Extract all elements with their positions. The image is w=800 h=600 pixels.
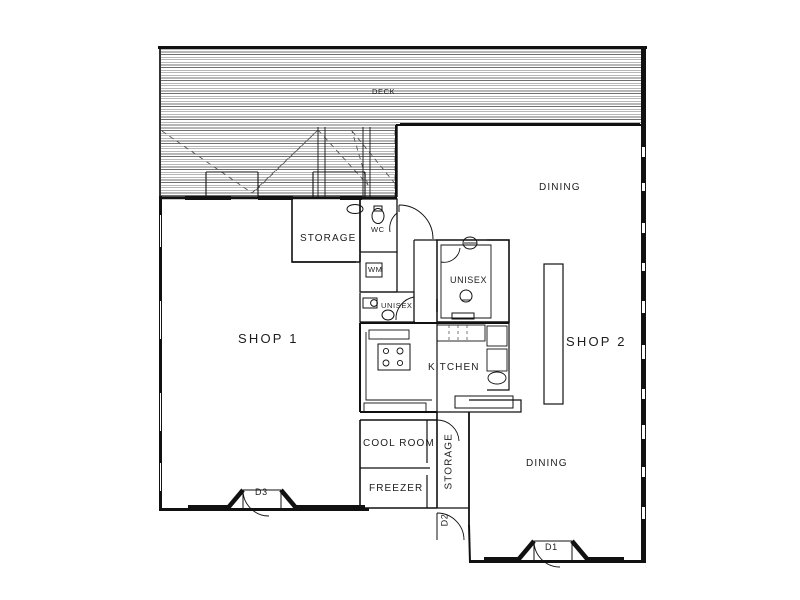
window-right-1 — [641, 146, 646, 158]
room-label-unisex-small: UNISEX — [381, 301, 413, 310]
deck-hatch-area — [161, 49, 644, 125]
room-label-shop2: SHOP 2 — [566, 334, 627, 349]
room-label-shop1: SHOP 1 — [238, 331, 299, 346]
room-label-deck: DECK — [372, 87, 396, 96]
door-label-d2: D2 — [439, 513, 450, 527]
window-bar-top-2 — [258, 196, 293, 200]
room-label-freezer: FREEZER — [369, 483, 424, 494]
window-right-10 — [641, 506, 646, 520]
deck-hatch-lower-left — [161, 125, 395, 198]
exterior-wall-left-deck — [159, 49, 161, 198]
window-right-8 — [641, 424, 646, 440]
room-label-dining-lower: DINING — [526, 458, 568, 469]
window-bar-top-3 — [340, 196, 362, 200]
window-right-9 — [641, 466, 646, 478]
room-label-unisex-large: UNISEX — [450, 275, 488, 285]
window-right-6 — [641, 344, 646, 360]
door-label-d3: D3 — [255, 487, 268, 497]
room-label-wc: WC — [371, 225, 385, 234]
window-bar-bottom-2 — [295, 505, 365, 509]
room-label-storage-corridor: STORAGE — [443, 433, 455, 490]
room-label-storage-room: STORAGE — [300, 233, 357, 244]
window-bar-north-shop2 — [400, 123, 640, 126]
exterior-wall-top — [158, 46, 647, 49]
window-bar-bottom-1 — [188, 505, 230, 509]
window-right-4 — [641, 262, 646, 272]
window-right-3 — [641, 222, 646, 234]
room-label-cool-room: COOL ROOM — [363, 438, 435, 449]
door-label-d1: D1 — [545, 542, 558, 552]
window-right-7 — [641, 388, 646, 400]
window-left-1 — [159, 214, 162, 248]
window-bar-top-1 — [185, 196, 231, 200]
window-left-3 — [159, 392, 162, 432]
window-right-2 — [641, 182, 646, 192]
room-label-kitchen: KITCHEN — [428, 362, 480, 373]
window-bar-bottom-4 — [586, 557, 624, 561]
exterior-wall-left — [159, 196, 162, 511]
window-right-5 — [641, 300, 646, 314]
window-left-2 — [159, 300, 162, 340]
room-label-wm: WM — [368, 265, 383, 274]
room-label-dining-upper: DINING — [539, 182, 581, 193]
window-left-4 — [159, 462, 162, 492]
window-bar-bottom-3 — [484, 557, 520, 561]
